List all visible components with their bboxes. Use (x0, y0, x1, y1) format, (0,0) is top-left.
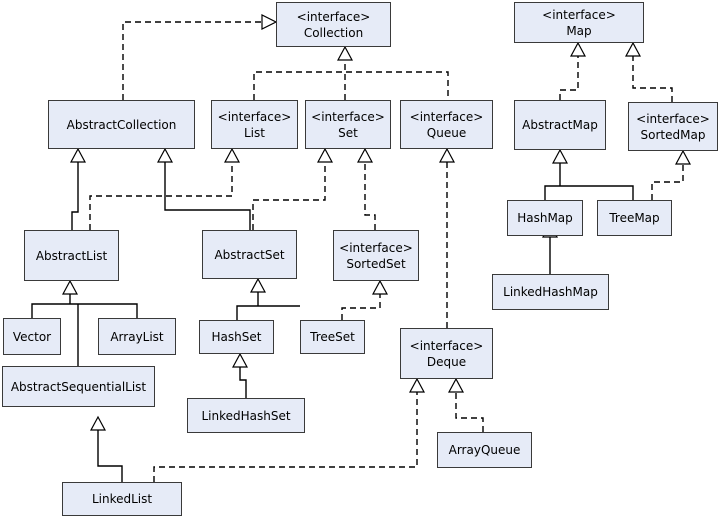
class-name-treemap: TreeMap (609, 211, 660, 225)
connector-abstractlist-list (89, 162, 233, 230)
connector-interfaces-collection (253, 60, 449, 100)
treeset-box: TreeSet (300, 320, 365, 354)
deque-interface-box: <interface> Deque (400, 328, 493, 379)
arrowhead-set-2 (356, 147, 374, 163)
connector-linkedhashset-hashset (239, 367, 247, 398)
arrowhead-list (223, 147, 241, 163)
class-name-set: Set (338, 125, 358, 140)
linkedhashset-box: LinkedHashSet (187, 398, 305, 433)
connector-treeset-sortedset (341, 294, 381, 320)
stereotype-label: <interface> (409, 109, 484, 124)
linkedlist-box: LinkedList (62, 482, 182, 516)
class-name-abstractset: AbstractSet (214, 247, 285, 262)
arrowhead-deque-1 (408, 377, 426, 393)
sortedmap-interface-box: <interface> SortedMap (628, 102, 718, 151)
arrowhead-deque-2 (447, 377, 465, 393)
connector-sortedmap-map (632, 56, 673, 102)
connector-abstractset-abstractcollection (164, 162, 251, 230)
class-name-sortedset: SortedSet (346, 256, 406, 271)
connector-arrayqueue-deque (455, 392, 484, 432)
connector-maps-abstractmap (544, 163, 634, 200)
linkedhashmap-box: LinkedHashMap (492, 274, 609, 310)
arrowhead-abstractlist (61, 279, 79, 295)
class-name-abstractmap: AbstractMap (522, 118, 598, 132)
connector-linkedlist-deque (153, 392, 418, 482)
connector-abstractset-set (252, 162, 326, 230)
class-name-linkedlist: LinkedList (91, 492, 153, 506)
class-name-arrayqueue: ArrayQueue (448, 443, 521, 457)
connector-lists-abstractlist (31, 294, 138, 366)
connector-treemap-sortedmap (651, 164, 684, 200)
class-name-hashset: HashSet (211, 330, 262, 344)
arrowhead-map-2 (624, 41, 642, 57)
arrowhead-abstractcollection-1 (69, 147, 87, 163)
class-name-list: List (244, 125, 265, 140)
arrowhead-abstractcollection-2 (156, 147, 174, 163)
treemap-box: TreeMap (597, 200, 672, 236)
arrowhead-abstractmap (551, 148, 569, 164)
hashmap-box: HashMap (507, 200, 583, 236)
queue-interface-box: <interface> Queue (400, 100, 493, 149)
class-name-sortedmap: SortedMap (640, 127, 706, 142)
sortedset-interface-box: <interface> SortedSet (333, 230, 419, 281)
class-name-linkedhashmap: LinkedHashMap (503, 285, 598, 299)
arraylist-box: ArrayList (98, 318, 176, 355)
class-name-hashmap: HashMap (517, 211, 573, 225)
vector-box: Vector (3, 318, 61, 355)
arrowhead-map-1 (569, 41, 587, 57)
stereotype-label: <interface> (311, 109, 385, 124)
class-name-abstractsequentiallist: AbstractSequentialList (10, 379, 147, 394)
arrowhead-queue (438, 147, 456, 163)
hashset-box: HashSet (199, 320, 274, 354)
arrayqueue-box: ArrayQueue (437, 432, 532, 468)
connector-abstractcollection-collection (122, 21, 262, 100)
set-interface-box: <interface> Set (305, 100, 391, 149)
connector-sortedset-set (364, 162, 376, 230)
stereotype-label: <interface> (296, 9, 371, 24)
class-name-vector: Vector (12, 329, 52, 344)
arrowhead-collection-bottom (336, 45, 354, 61)
connector-abstractmap-map (559, 56, 579, 100)
stereotype-label: <interface> (217, 109, 292, 124)
abstractsequentiallist-box: AbstractSequentialList (2, 366, 155, 407)
class-name-arraylist: ArrayList (110, 329, 164, 344)
class-name-queue: Queue (426, 125, 467, 140)
stereotype-label: <interface> (636, 111, 710, 126)
connector-hashset-abstractset (236, 292, 300, 320)
map-interface-box: <interface> Map (514, 2, 644, 43)
arrowhead-hashset (231, 352, 249, 368)
collection-interface-box: <interface> Collection (276, 2, 391, 47)
class-name-linkedhashset: LinkedHashSet (201, 408, 291, 423)
connector-linkedlist-abstractsequentiallist (97, 430, 123, 482)
arrowhead-collection-left (261, 14, 278, 30)
abstractmap-box: AbstractMap (514, 100, 606, 150)
arrowhead-abstractsequentiallist (89, 415, 107, 431)
connector-abstractlist-abstractcollection (71, 162, 79, 230)
arrowhead-sortedmap (674, 149, 692, 165)
abstractset-box: AbstractSet (202, 230, 297, 279)
class-name-abstractcollection: AbstractCollection (66, 117, 177, 132)
arrowhead-set-1 (316, 147, 334, 163)
abstractcollection-box: AbstractCollection (48, 100, 195, 149)
class-name-abstractlist: AbstractList (35, 248, 108, 263)
class-name-treeset: TreeSet (310, 330, 355, 344)
list-interface-box: <interface> List (211, 100, 298, 149)
arrowhead-sortedset (371, 279, 389, 295)
stereotype-label: <interface> (409, 338, 484, 353)
abstractlist-box: AbstractList (24, 230, 119, 281)
stereotype-label: <interface> (339, 240, 413, 255)
arrowhead-abstractset (249, 277, 267, 293)
class-name-map: Map (566, 23, 592, 38)
class-name-deque: Deque (426, 354, 467, 369)
stereotype-label: <interface> (542, 7, 616, 22)
class-name-collection: Collection (303, 25, 364, 40)
